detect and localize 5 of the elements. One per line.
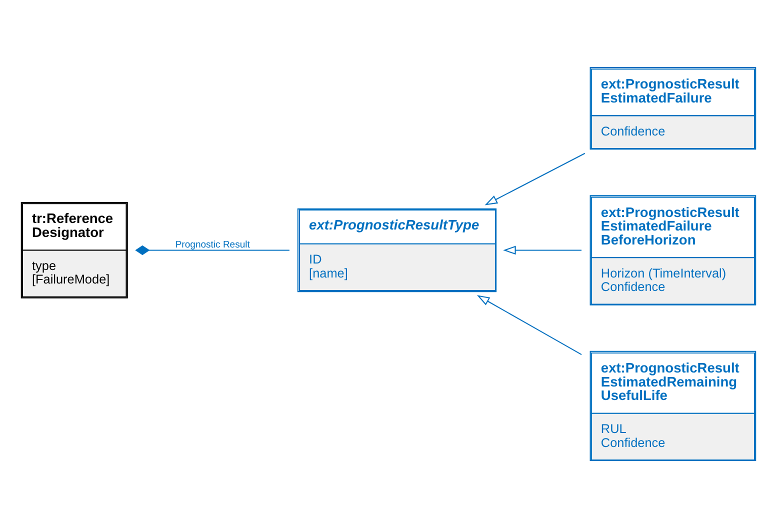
arrow <box>484 152 586 205</box>
edge-label: Prognostic Result <box>175 238 250 250</box>
arrow <box>503 245 582 254</box>
arrow <box>476 294 582 355</box>
connector <box>135 244 290 255</box>
